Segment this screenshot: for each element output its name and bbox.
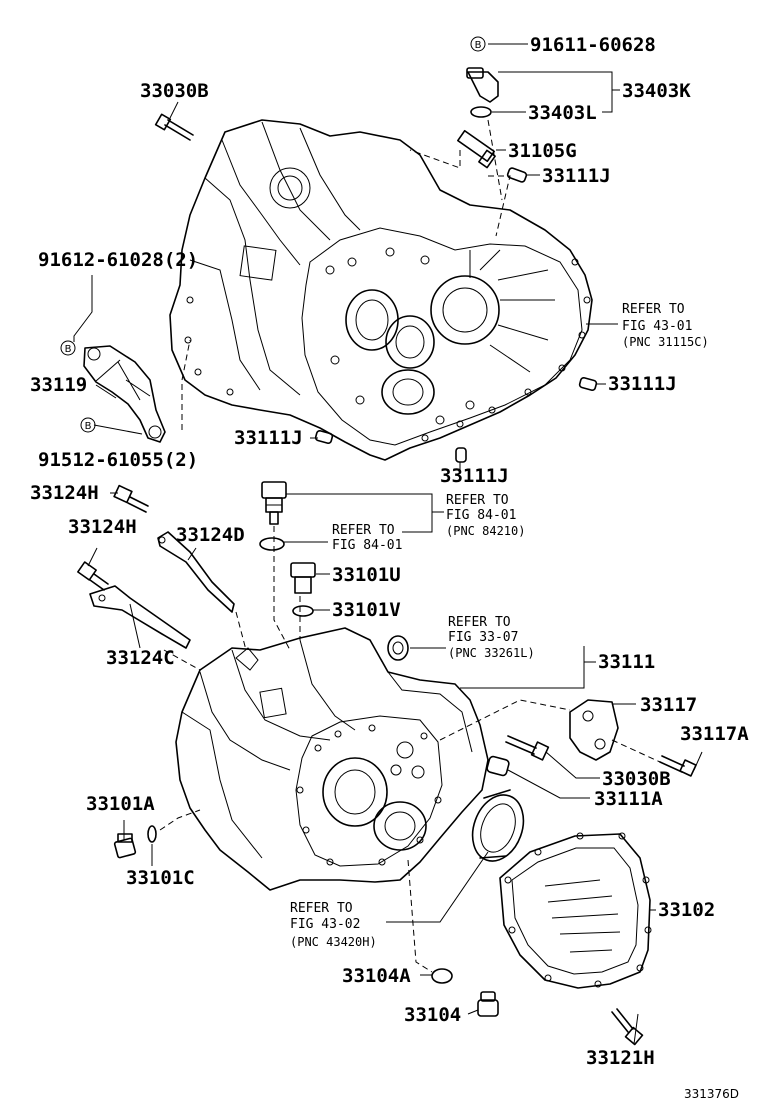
svg-text:FIG 84-01: FIG 84-01 bbox=[332, 538, 402, 553]
svg-text:B: B bbox=[85, 421, 92, 432]
svg-text:FIG 33-07: FIG 33-07 bbox=[448, 630, 518, 645]
label-33111J-a[interactable]: 33111J bbox=[542, 165, 611, 187]
label-33101V[interactable]: 33101V bbox=[332, 599, 401, 621]
label-33117[interactable]: 33117 bbox=[640, 694, 697, 716]
bolt-33121H[interactable] bbox=[611, 1008, 644, 1046]
label-33124D[interactable]: 33124D bbox=[176, 524, 245, 546]
bolt-33030B-bottom[interactable] bbox=[505, 735, 550, 761]
switch-84210[interactable] bbox=[261, 481, 287, 525]
bolt-33124H-a[interactable] bbox=[113, 484, 149, 513]
svg-text:B: B bbox=[475, 40, 482, 51]
b-marker-1: B bbox=[470, 36, 486, 52]
transaxle-case-upper[interactable] bbox=[169, 119, 593, 461]
plate-33124C[interactable] bbox=[89, 585, 191, 649]
seal-33261L[interactable] bbox=[387, 635, 409, 661]
svg-text:FIG 43-01: FIG 43-01 bbox=[622, 319, 692, 334]
svg-text:(PNC 31115C): (PNC 31115C) bbox=[622, 335, 709, 349]
bracket-33117[interactable] bbox=[569, 699, 619, 761]
svg-text:(PNC 43420H): (PNC 43420H) bbox=[290, 935, 377, 949]
svg-text:REFER TO: REFER TO bbox=[446, 493, 509, 508]
pin-33111J-b[interactable] bbox=[578, 376, 598, 392]
label-33403L[interactable]: 33403L bbox=[528, 102, 597, 124]
svg-text:REFER TO: REFER TO bbox=[448, 615, 511, 630]
plug-33101U[interactable] bbox=[290, 562, 316, 594]
oil-seal-43420H[interactable] bbox=[464, 788, 532, 868]
label-33101U[interactable]: 33101U bbox=[332, 564, 401, 586]
pin-33111J-c[interactable] bbox=[314, 429, 334, 445]
label-33111J-b[interactable]: 33111J bbox=[608, 373, 677, 395]
label-31105G[interactable]: 31105G bbox=[508, 140, 577, 162]
pin-33111J-a[interactable] bbox=[506, 167, 528, 183]
label-33030B-top[interactable]: 33030B bbox=[140, 80, 209, 102]
label-33111J-c[interactable]: 33111J bbox=[234, 427, 303, 449]
label-91512-61055[interactable]: 91512-61055(2) bbox=[38, 449, 198, 471]
gasket-33101V[interactable] bbox=[292, 605, 314, 617]
svg-text:REFER TO: REFER TO bbox=[290, 901, 353, 916]
svg-text:FIG 43-02: FIG 43-02 bbox=[290, 917, 360, 932]
reference-fig-84-01-a[interactable]: REFER TO FIG 84-01 (PNC 84210) bbox=[446, 493, 525, 538]
svg-text:REFER TO: REFER TO bbox=[332, 523, 395, 538]
sensor-33403K[interactable] bbox=[466, 67, 499, 103]
label-33111J-d[interactable]: 33111J bbox=[440, 465, 509, 487]
label-33124H-b[interactable]: 33124H bbox=[68, 516, 137, 538]
bolt-33124H-b[interactable] bbox=[77, 561, 109, 591]
bolt-31105G[interactable] bbox=[457, 129, 496, 169]
reference-fig-84-01-b[interactable]: REFER TO FIG 84-01 bbox=[332, 523, 402, 553]
diagram-code: 331376D bbox=[684, 1087, 739, 1101]
label-33117A[interactable]: 33117A bbox=[680, 723, 749, 745]
pin-33111J-d[interactable] bbox=[455, 447, 467, 463]
label-33102[interactable]: 33102 bbox=[658, 899, 715, 921]
label-91611-60628[interactable]: 91611-60628 bbox=[530, 34, 656, 56]
label-33101C[interactable]: 33101C bbox=[126, 867, 195, 889]
assembly-dashed-lines bbox=[159, 119, 661, 973]
label-33124H-a[interactable]: 33124H bbox=[30, 482, 99, 504]
transaxle-case-lower[interactable] bbox=[175, 627, 489, 891]
plug-33101A[interactable] bbox=[113, 833, 137, 859]
label-33119[interactable]: 33119 bbox=[30, 374, 87, 396]
gasket-33104A[interactable] bbox=[431, 968, 453, 984]
label-33111[interactable]: 33111 bbox=[598, 651, 655, 673]
gasket-84-01[interactable] bbox=[259, 537, 285, 551]
svg-text:B: B bbox=[65, 344, 72, 355]
label-33111A[interactable]: 33111A bbox=[594, 788, 663, 810]
svg-text:REFER TO: REFER TO bbox=[622, 302, 685, 317]
plate-33124D[interactable] bbox=[157, 531, 235, 613]
svg-text:(PNC 84210): (PNC 84210) bbox=[446, 524, 525, 538]
plug-33104[interactable] bbox=[477, 991, 499, 1017]
label-33101A[interactable]: 33101A bbox=[86, 793, 155, 815]
pin-33111A[interactable] bbox=[486, 755, 510, 777]
label-91612-61028[interactable]: 91612-61028(2) bbox=[38, 249, 198, 271]
reference-fig-33-07[interactable]: REFER TO FIG 33-07 (PNC 33261L) bbox=[448, 615, 535, 660]
label-33403K[interactable]: 33403K bbox=[622, 80, 691, 102]
label-33104[interactable]: 33104 bbox=[404, 1004, 461, 1026]
case-cover-33102[interactable] bbox=[499, 832, 652, 989]
svg-text:FIG 84-01: FIG 84-01 bbox=[446, 508, 516, 523]
label-33124C[interactable]: 33124C bbox=[106, 647, 175, 669]
reference-fig-43-02[interactable]: REFER TO FIG 43-02 (PNC 43420H) bbox=[290, 901, 377, 949]
b-marker-2: B bbox=[60, 340, 76, 356]
bolt-33030B-top[interactable] bbox=[154, 113, 194, 141]
leader-lines bbox=[73, 43, 703, 1045]
gasket-33101C[interactable] bbox=[147, 825, 157, 843]
reference-fig-43-01[interactable]: REFER TO FIG 43-01 (PNC 31115C) bbox=[622, 302, 709, 349]
label-33121H[interactable]: 33121H bbox=[586, 1047, 655, 1069]
o-ring-33403L[interactable] bbox=[470, 106, 492, 118]
svg-text:(PNC 33261L): (PNC 33261L) bbox=[448, 646, 535, 660]
label-33104A[interactable]: 33104A bbox=[342, 965, 411, 987]
bolt-33117A[interactable] bbox=[659, 755, 697, 777]
label-33030B-bottom[interactable]: 33030B bbox=[602, 768, 671, 790]
b-marker-3: B bbox=[80, 417, 96, 433]
bracket-33119[interactable] bbox=[83, 345, 166, 443]
